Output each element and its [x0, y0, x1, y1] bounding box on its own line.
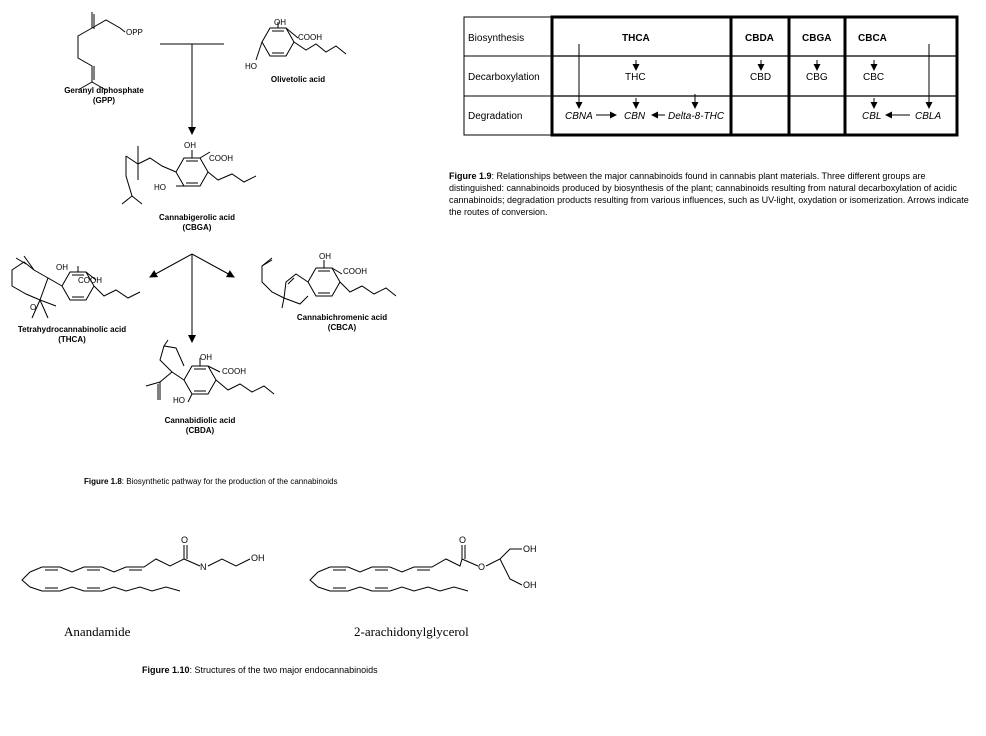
cell-cbd: CBD — [750, 72, 771, 83]
endocannabinoid-structures: O N OH O O OH OH — [21, 535, 537, 592]
cbda-structure — [145, 339, 275, 403]
cbga-structure — [121, 146, 257, 205]
cell-thca: THCA — [622, 33, 650, 44]
compound-name-olivetolic: Olivetolic acid — [271, 75, 325, 84]
cooh-atom-label: COOH — [343, 267, 367, 276]
cell-cbna: CBNA — [565, 111, 593, 122]
cell-delta-8-thc: Delta-8-THC — [668, 111, 725, 122]
anandamide-structure — [21, 545, 251, 592]
biosynthetic-pathway-diagram: OPP OH COOH HO OH COOH HO OH COOH O OH C… — [11, 12, 397, 435]
gpp-structure — [77, 12, 126, 91]
o-atom-label: O — [478, 562, 485, 572]
o-atom-label: O — [181, 535, 188, 545]
oh-atom-label: OH — [274, 18, 286, 27]
compound-name-gpp: Geranyl diphosphate — [64, 86, 144, 95]
ho-atom-label: HO — [173, 396, 185, 405]
figure-1-9-caption: Figure 1.9: Relationships between the ma… — [449, 170, 979, 218]
oh-atom-label: OH — [251, 553, 265, 563]
cell-cbla: CBLA — [915, 111, 941, 122]
opp-atom-label: OPP — [126, 28, 143, 37]
cell-cbl: CBL — [862, 111, 881, 122]
compound-abbr-thca: (THCA) — [58, 335, 86, 344]
compound-name-thca: Tetrahydrocannabinolic acid — [18, 325, 126, 334]
figure-1-10-caption: Figure 1.10: Structures of the two major… — [142, 665, 378, 675]
cell-thc: THC — [625, 72, 646, 83]
oh-atom-label: OH — [200, 353, 212, 362]
compound-abbr-cbda: (CBDA) — [186, 426, 215, 435]
cell-cbca: CBCA — [858, 33, 887, 44]
oh-atom-label: OH — [523, 580, 537, 590]
cooh-atom-label: COOH — [209, 154, 233, 163]
caption-text: : Relationships between the major cannab… — [449, 171, 969, 217]
oh-atom-label: OH — [319, 252, 331, 261]
oh-atom-label: OH — [56, 263, 68, 272]
ho-atom-label: HO — [154, 183, 166, 192]
caption-text: : Biosynthetic pathway for the productio… — [121, 477, 338, 486]
o-atom-label: O — [459, 535, 466, 545]
thca-structure — [11, 255, 141, 319]
cell-cbga: CBGA — [802, 33, 831, 44]
cell-cbg: CBG — [806, 72, 828, 83]
cooh-atom-label: COOH — [222, 367, 246, 376]
oh-atom-label: OH — [523, 544, 537, 554]
cannabinoid-relationship-table: Biosynthesis Decarboxylation Degradation… — [463, 15, 959, 137]
oh-atom-label: OH — [184, 141, 196, 150]
caption-label: Figure 1.9 — [449, 171, 492, 181]
cooh-atom-label: COOH — [298, 33, 322, 42]
compound-name-2-ag: 2-arachidonylglycerol — [354, 624, 469, 639]
figure-1-8-caption: Figure 1.8: Biosynthetic pathway for the… — [84, 477, 338, 486]
ho-atom-label: HO — [245, 62, 257, 71]
row-label-decarboxylation: Decarboxylation — [468, 72, 540, 83]
cell-cbn: CBN — [624, 111, 646, 122]
o-atom-label: O — [30, 303, 36, 312]
caption-text: : Structures of the two major endocannab… — [189, 665, 378, 675]
compound-abbr-cbga: (CBGA) — [183, 223, 212, 232]
compound-name-cbga: Cannabigerolic acid — [159, 213, 235, 222]
compound-abbr-gpp: (GPP) — [93, 96, 116, 105]
cooh-atom-label: COOH — [78, 276, 102, 285]
caption-label: Figure 1.10 — [142, 665, 190, 675]
n-atom-label: N — [200, 562, 207, 572]
olivetolic-acid-structure — [255, 22, 347, 61]
caption-label: Figure 1.8 — [84, 477, 122, 486]
cell-cbda: CBDA — [745, 33, 774, 44]
cbca-structure — [261, 257, 397, 309]
compound-name-cbca: Cannabichromenic acid — [297, 313, 387, 322]
cell-cbc: CBC — [863, 72, 884, 83]
row-label-biosynthesis: Biosynthesis — [468, 33, 524, 44]
2-arachidonylglycerol-structure — [309, 545, 523, 592]
compound-abbr-cbca: (CBCA) — [328, 323, 357, 332]
compound-name-anandamide: Anandamide — [64, 624, 131, 639]
compound-name-cbda: Cannabidiolic acid — [165, 416, 236, 425]
row-label-degradation: Degradation — [468, 111, 522, 122]
